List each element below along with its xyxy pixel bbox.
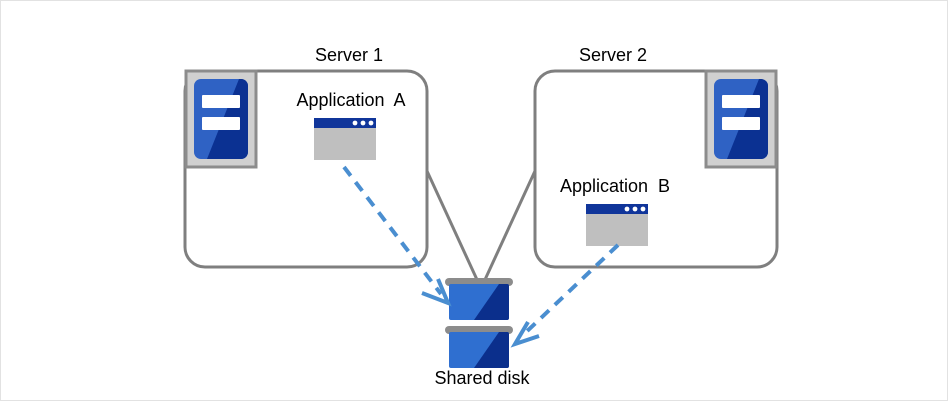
server-icon-bar-2 <box>202 117 240 130</box>
window-dot-icon <box>368 120 374 126</box>
shared-disk-label: Shared disk <box>434 368 530 388</box>
server-icon-bar-1 <box>202 95 240 108</box>
window-dot-icon <box>360 120 366 126</box>
disk-unit-bottom-shade <box>474 332 509 368</box>
window-dot-icon <box>632 206 638 212</box>
dataflow-arrow-app-a-line <box>342 165 443 296</box>
arrowhead-icon <box>421 278 452 307</box>
connector-server1-to-disk <box>425 170 481 285</box>
dataflow-arrow-app-a-to-disk <box>342 165 452 307</box>
server-icon[interactable] <box>184 69 258 169</box>
server-icon[interactable] <box>704 69 778 169</box>
connector-lines <box>425 170 537 285</box>
application-window-icon[interactable] <box>586 204 648 246</box>
connector-server2-to-disk <box>481 170 537 285</box>
application-b-body <box>586 214 648 246</box>
window-dot-icon <box>624 206 630 212</box>
arrowhead-icon <box>510 320 540 348</box>
server-icon-bar-1 <box>722 95 760 108</box>
application-a-body <box>314 128 376 160</box>
application-b-titlebar <box>586 204 648 214</box>
application-a-label: Application A <box>296 90 406 110</box>
dataflow-arrow-app-b-to-disk <box>510 243 620 348</box>
window-dot-icon <box>640 206 646 212</box>
disk-stack-icon[interactable] <box>445 278 513 368</box>
server-icon-bar-2 <box>722 117 760 130</box>
application-b-label: Application B <box>559 176 671 196</box>
application-window-icon[interactable] <box>314 118 376 160</box>
dataflow-arrow-app-b-line <box>521 243 620 337</box>
window-dot-icon <box>352 120 358 126</box>
disk-unit-top-shade <box>474 284 509 320</box>
server-1-title: Server 1 <box>314 45 384 65</box>
server-2-title: Server 2 <box>578 45 648 65</box>
application-a-titlebar <box>314 118 376 128</box>
